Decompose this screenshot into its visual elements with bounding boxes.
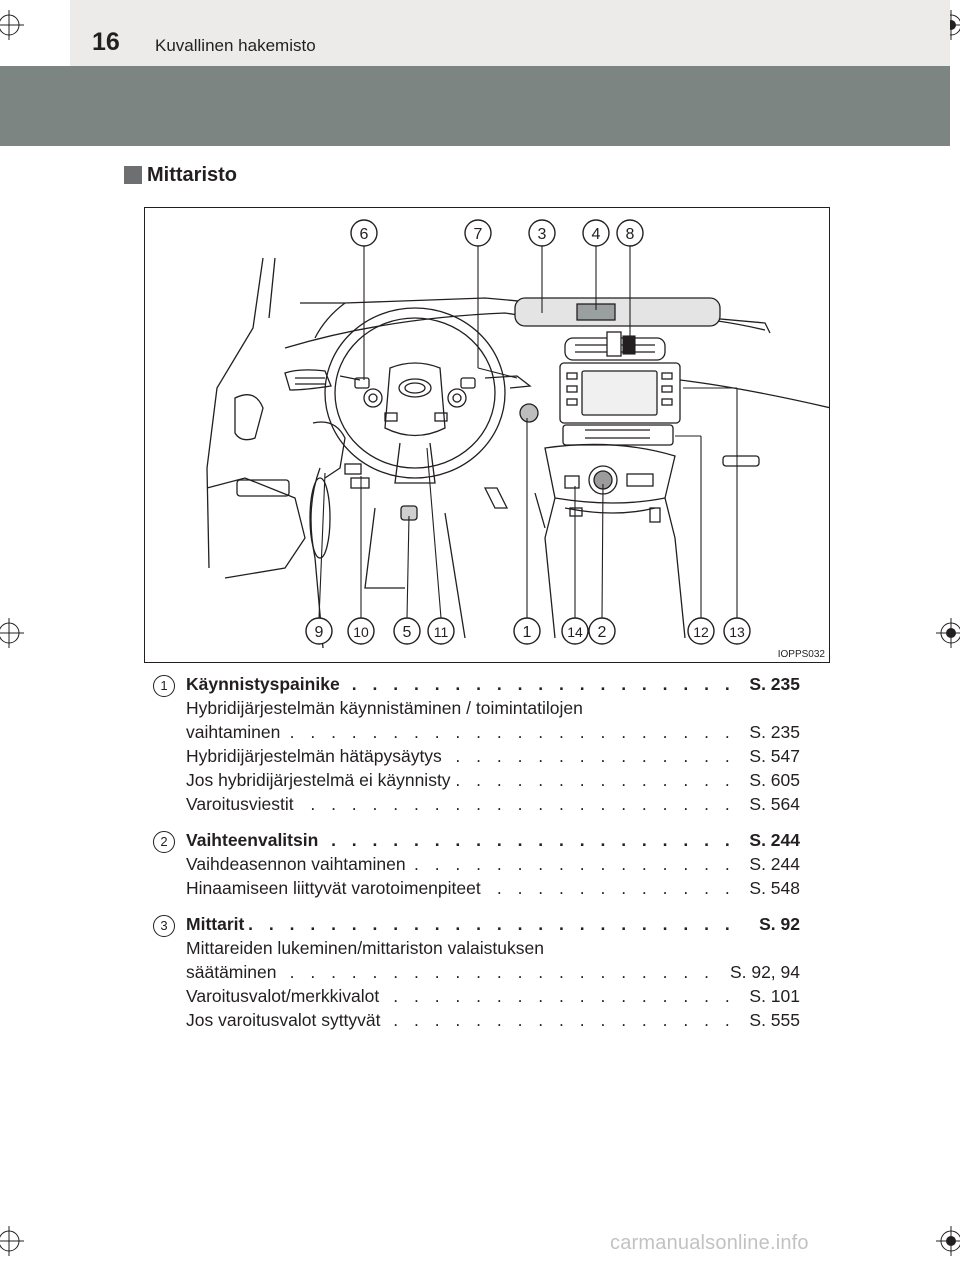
entry-page: S. 235 — [744, 672, 800, 696]
callout-1: 1 — [523, 624, 532, 641]
entry-title-line[interactable]: . . . . . . . . . . . . . . . . . . . . … — [186, 828, 800, 852]
watermark-text: carmanualsonline.info — [610, 1232, 809, 1254]
sub-item-line[interactable]: . . . . . . . . . . . . . . . . . . . . … — [186, 768, 800, 792]
section-title: Mittaristo — [147, 164, 237, 186]
header-top-bar — [70, 0, 950, 66]
dashboard-drawing: 6 7 3 4 8 9 10 5 11 1 14 2 12 13 — [206, 219, 829, 649]
entry-number: 3 — [153, 915, 175, 937]
callout-6: 6 — [360, 226, 369, 243]
entry-3: 3 . . . . . . . . . . . . . . . . . . . … — [150, 912, 800, 1032]
callout-4: 4 — [592, 226, 601, 243]
sub-item-page: S. 555 — [744, 1008, 800, 1032]
crop-mark-mid-right — [936, 618, 960, 648]
section-marker-square — [124, 166, 142, 184]
sub-item-page: S. 548 — [744, 876, 800, 900]
entry-title: Käynnistyspainike — [186, 674, 344, 694]
sub-item-page: S. 92, 94 — [724, 960, 800, 984]
entry-title-line[interactable]: . . . . . . . . . . . . . . . . . . . . … — [186, 912, 800, 936]
sub-item-text: Jos varoitusvalot syttyvät — [186, 1010, 385, 1030]
sub-item-line[interactable]: . . . . . . . . . . . . . . . . . . . . … — [186, 744, 800, 768]
sub-item-text: Jos hybridijärjestelmä ei käynnisty — [186, 770, 455, 790]
entry-page: S. 244 — [744, 828, 800, 852]
index-entries: 1 . . . . . . . . . . . . . . . . . . . … — [150, 672, 800, 1044]
header-band — [0, 66, 950, 146]
callout-12: 12 — [693, 624, 709, 640]
sub-item-text: Vaihdeasennon vaihtaminen — [186, 854, 410, 874]
callout-9: 9 — [315, 624, 324, 641]
callout-13: 13 — [729, 624, 745, 640]
crop-mark-mid-left — [0, 618, 24, 648]
sub-item-text: Hinaamiseen liittyvät varotoimenpiteet — [186, 878, 485, 898]
callout-7: 7 — [474, 226, 483, 243]
callout-14: 14 — [567, 624, 583, 640]
sub-item-text: Hybridijärjestelmän hätäpysäytys — [186, 746, 446, 766]
sub-item-line[interactable]: . . . . . . . . . . . . . . . . . . . . … — [186, 984, 800, 1008]
page-number: 16 — [92, 28, 120, 56]
dashboard-illustration: 6 7 3 4 8 9 10 5 11 1 14 2 12 13 IOPPS03… — [144, 207, 830, 663]
sub-item-page: S. 564 — [744, 792, 800, 816]
sub-item-text: säätäminen — [186, 962, 281, 982]
crop-mark-bottom-right — [936, 1226, 960, 1256]
sub-item-line[interactable]: . . . . . . . . . . . . . . . . . . . . … — [186, 876, 800, 900]
sub-item-page: S. 244 — [744, 852, 800, 876]
sub-item-text: vaihtaminen — [186, 722, 285, 742]
sub-item-page: S. 235 — [744, 720, 800, 744]
sub-item-line-head: Hybridijärjestelmän käynnistäminen / toi… — [186, 696, 800, 720]
callout-5: 5 — [403, 624, 412, 641]
page-header: 16 Kuvallinen hakemisto — [0, 0, 960, 146]
figure-code: IOPPS032 — [777, 649, 825, 660]
callout-11: 11 — [434, 624, 449, 640]
sub-item-text: Mittareiden lukeminen/mittariston valais… — [186, 938, 548, 958]
crop-mark-top-left — [0, 10, 24, 40]
sub-item-text: Varoitusviestit — [186, 794, 298, 814]
sub-item-line[interactable]: . . . . . . . . . . . . . . . . . . . . … — [186, 852, 800, 876]
entry-title: Vaihteenvalitsin — [186, 830, 323, 850]
sub-item-line[interactable]: . . . . . . . . . . . . . . . . . . . . … — [186, 720, 800, 744]
callout-2: 2 — [598, 624, 607, 641]
sub-item-text: Varoitusvalot/merkkivalot — [186, 986, 384, 1006]
sub-item-line-head: Mittareiden lukeminen/mittariston valais… — [186, 936, 800, 960]
callout-3: 3 — [538, 226, 547, 243]
entry-title: Mittarit — [186, 914, 249, 934]
header-title: Kuvallinen hakemisto — [155, 36, 316, 55]
entry-title-line[interactable]: . . . . . . . . . . . . . . . . . . . . … — [186, 672, 800, 696]
entry-number: 1 — [153, 675, 175, 697]
crop-mark-bottom-left — [0, 1226, 24, 1256]
entry-2: 2 . . . . . . . . . . . . . . . . . . . … — [150, 828, 800, 900]
entry-number: 2 — [153, 831, 175, 853]
sub-item-page: S. 605 — [744, 768, 800, 792]
entry-page: S. 92 — [754, 912, 800, 936]
sub-item-page: S. 101 — [744, 984, 800, 1008]
sub-item-line[interactable]: . . . . . . . . . . . . . . . . . . . . … — [186, 792, 800, 816]
sub-item-text: Hybridijärjestelmän käynnistäminen / toi… — [186, 698, 587, 718]
callout-8: 8 — [626, 226, 635, 243]
entry-1: 1 . . . . . . . . . . . . . . . . . . . … — [150, 672, 800, 816]
sub-item-line[interactable]: . . . . . . . . . . . . . . . . . . . . … — [186, 1008, 800, 1032]
sub-item-line[interactable]: . . . . . . . . . . . . . . . . . . . . … — [186, 960, 800, 984]
callout-10: 10 — [353, 624, 369, 640]
sub-item-page: S. 547 — [744, 744, 800, 768]
